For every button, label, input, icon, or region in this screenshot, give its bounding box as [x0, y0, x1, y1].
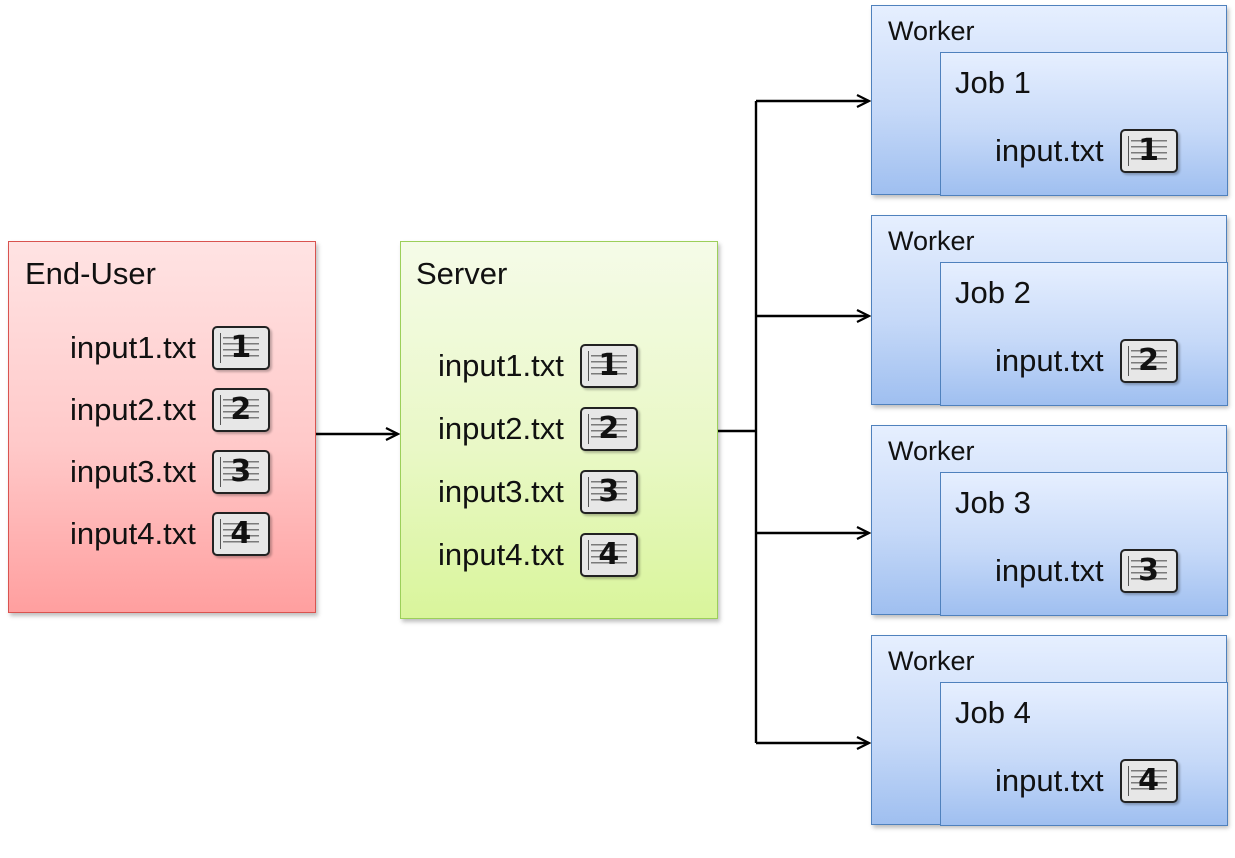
job-box-4: Job 4 input.txt 4	[940, 682, 1228, 826]
file-name: input1.txt	[438, 348, 564, 383]
worker-title: Worker	[888, 436, 975, 466]
document-icon: 3	[211, 450, 270, 494]
file-name: input.txt	[995, 553, 1104, 588]
job-title: Job 2	[955, 275, 1031, 310]
document-icon: 4	[579, 533, 638, 577]
file-name: input3.txt	[438, 474, 564, 509]
job-file: input.txt 1	[995, 129, 1178, 173]
document-icon: 1	[211, 326, 270, 370]
file-number: 1	[1138, 133, 1159, 168]
server-title: Server	[416, 256, 508, 291]
job-box-2: Job 2 input.txt 2	[940, 262, 1228, 406]
worker-title: Worker	[888, 16, 975, 46]
worker-box-1: Worker Job 1 input.txt 1	[871, 5, 1228, 196]
worker-title: Worker	[888, 226, 975, 256]
job-file: input.txt 3	[995, 549, 1178, 593]
file-number: 2	[1138, 343, 1159, 378]
job-box-1: Job 1 input.txt 1	[940, 52, 1228, 196]
document-icon: 1	[1119, 129, 1178, 173]
end-user-file-4: input4.txt 4	[70, 512, 270, 556]
end-user-box: End-User input1.txt 1 input2.txt 2 input…	[8, 241, 316, 613]
file-number: 3	[1138, 553, 1159, 588]
file-name: input.txt	[995, 763, 1104, 798]
job-title: Job 3	[955, 485, 1031, 520]
file-number: 4	[598, 537, 620, 572]
end-user-file-1: input1.txt 1	[70, 326, 270, 370]
server-file-1: input1.txt 1	[438, 344, 638, 388]
file-number: 3	[598, 474, 620, 509]
file-name: input.txt	[995, 343, 1104, 378]
file-name: input2.txt	[70, 392, 196, 427]
document-icon: 2	[579, 407, 638, 451]
server-box: Server input1.txt 1 input2.txt 2 input3.…	[400, 241, 718, 619]
document-icon: 3	[579, 470, 638, 514]
job-title: Job 4	[955, 695, 1031, 730]
worker-title: Worker	[888, 646, 975, 676]
document-icon: 4	[1119, 759, 1178, 803]
document-icon: 2	[1119, 339, 1178, 383]
file-number: 2	[230, 392, 252, 427]
file-number: 2	[598, 411, 620, 446]
server-file-2: input2.txt 2	[438, 407, 638, 451]
end-user-file-2: input2.txt 2	[70, 388, 270, 432]
job-file: input.txt 4	[995, 759, 1178, 803]
file-name: input4.txt	[70, 516, 196, 551]
job-box-3: Job 3 input.txt 3	[940, 472, 1228, 616]
file-name: input.txt	[995, 133, 1104, 168]
document-icon: 2	[211, 388, 270, 432]
job-file: input.txt 2	[995, 339, 1178, 383]
server-file-3: input3.txt 3	[438, 470, 638, 514]
file-name: input4.txt	[438, 537, 564, 572]
file-name: input1.txt	[70, 330, 196, 365]
file-number: 3	[230, 454, 252, 489]
file-name: input2.txt	[438, 411, 564, 446]
file-number: 1	[230, 330, 252, 365]
document-icon: 4	[211, 512, 270, 556]
server-file-4: input4.txt 4	[438, 533, 638, 577]
document-icon: 3	[1119, 549, 1178, 593]
job-title: Job 1	[955, 65, 1031, 100]
end-user-file-3: input3.txt 3	[70, 450, 270, 494]
end-user-title: End-User	[25, 256, 156, 291]
file-number: 4	[1138, 763, 1159, 798]
worker-box-4: Worker Job 4 input.txt 4	[871, 635, 1228, 826]
file-name: input3.txt	[70, 454, 196, 489]
worker-box-3: Worker Job 3 input.txt 3	[871, 425, 1228, 616]
file-number: 1	[598, 348, 620, 383]
document-icon: 1	[579, 344, 638, 388]
worker-box-2: Worker Job 2 input.txt 2	[871, 215, 1228, 406]
file-number: 4	[230, 516, 252, 551]
